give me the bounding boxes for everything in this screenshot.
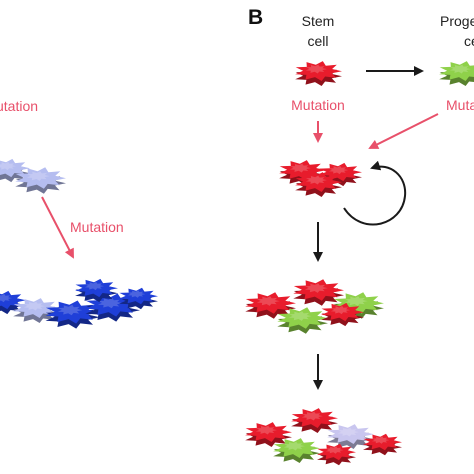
star-cell-icon	[295, 172, 342, 197]
stem-cell-icon	[295, 61, 342, 86]
heterogeneous-cluster	[245, 279, 384, 334]
star-cell-highlight	[337, 427, 359, 437]
star-cell-highlight	[305, 175, 327, 185]
star-cell-highlight	[23, 301, 45, 311]
star-cell-icon	[245, 422, 292, 447]
progenitor-cell-label-line2: ce	[464, 33, 474, 49]
star-cell-highlight	[301, 411, 323, 421]
star-cell-highlight	[127, 290, 146, 298]
star-cell-top	[0, 290, 26, 310]
star-cell-highlight	[26, 171, 50, 181]
star-cell-highlight	[325, 446, 344, 454]
progenitor-mutation-label: Muta	[446, 97, 474, 113]
star-cell-icon	[273, 438, 320, 463]
star-cell-highlight	[289, 163, 311, 173]
star-cell-icon	[321, 302, 364, 327]
star-cell-icon	[119, 287, 158, 310]
panel-a: utation Mutation	[0, 98, 158, 329]
star-cell-highlight	[344, 296, 368, 306]
star-cell-highlight	[330, 305, 351, 315]
star-cell-highlight	[57, 304, 83, 316]
star-cell-icon	[277, 307, 328, 334]
stem-mutation-label: Mutation	[291, 97, 345, 113]
self-renewal-loop-icon	[343, 160, 407, 226]
stem-cell-label-line1: Stem	[302, 13, 335, 29]
mutated-stem-cluster	[279, 160, 362, 197]
star-cell-highlight	[288, 311, 312, 321]
panel-a-mutation-label: Mutation	[70, 219, 124, 235]
star-cell-highlight	[0, 161, 17, 171]
star-cell-icon	[317, 443, 356, 466]
star-cell-highlight	[97, 297, 123, 309]
star-cell-icon	[0, 158, 30, 183]
star-cell-highlight	[283, 441, 305, 451]
star-cell-highlight	[256, 296, 280, 306]
panel-b: B Stem cell Progen ce Mutation Muta	[245, 6, 474, 466]
star-cell-highlight	[305, 64, 327, 74]
star-cell-highlight	[0, 293, 13, 303]
progenitor-cell-label-line1: Progen	[440, 13, 474, 29]
star-cell-highlight	[328, 165, 349, 175]
star-cell-icon	[363, 433, 402, 456]
panel-b-letter: B	[248, 6, 263, 29]
panel-a-blue-cell-cluster	[0, 278, 158, 329]
star-cell-highlight	[371, 436, 390, 444]
star-cell-icon	[0, 290, 26, 315]
star-cell-icon	[75, 278, 118, 303]
star-cell-icon	[45, 300, 100, 329]
panel-a-mutation-arrow	[41, 196, 74, 259]
stem-cell-label-line2: cell	[307, 33, 328, 49]
star-cell-icon	[293, 279, 344, 306]
bottom-cluster	[245, 408, 402, 466]
star-cell-highlight	[304, 283, 328, 293]
star-cell-highlight	[449, 64, 471, 74]
star-cell-icon	[327, 424, 374, 449]
star-cell-highlight	[255, 425, 277, 435]
panel-a-lightblue-cell-cluster	[0, 158, 67, 194]
panel-a-mutation-label-top: utation	[0, 98, 38, 114]
progenitor-mutation-arrow	[368, 113, 439, 149]
star-cell-icon	[15, 167, 67, 194]
star-cell-icon	[245, 292, 296, 319]
star-cell-highlight	[84, 281, 105, 291]
star-cell-icon	[291, 408, 338, 433]
progenitor-cell-icon	[439, 61, 474, 86]
